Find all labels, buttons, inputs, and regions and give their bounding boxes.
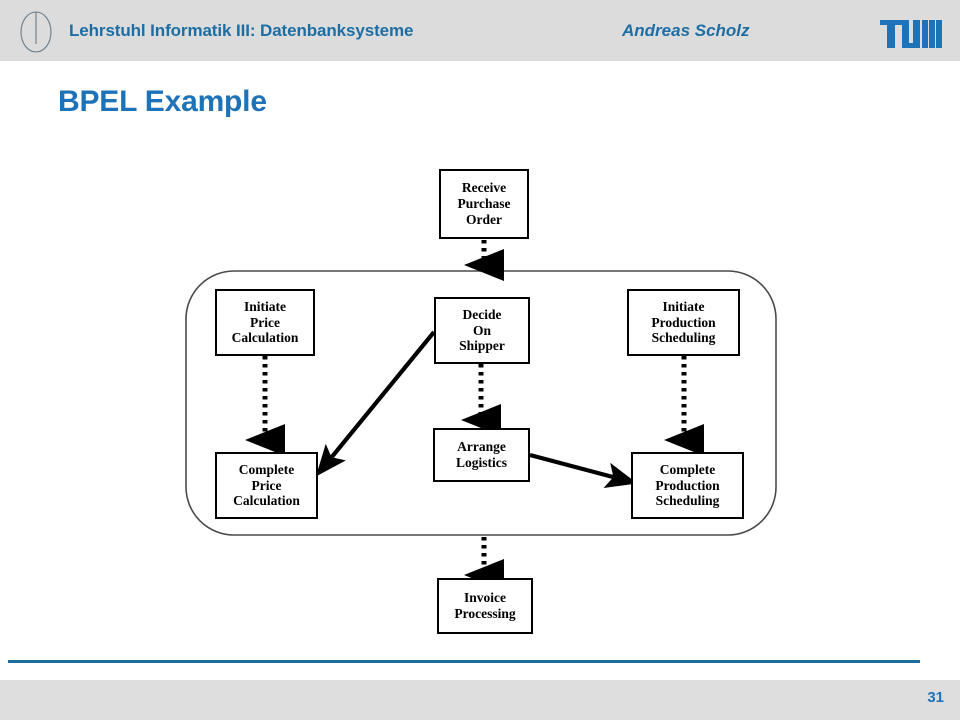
box-line: Complete <box>238 461 295 477</box>
box-line: Price <box>250 314 280 330</box>
header-chair-title: Lehrstuhl Informatik III: Datenbanksyste… <box>69 21 414 40</box>
flow-box-complete-price-calculation[interactable]: Complete Price Calculation <box>215 452 318 519</box>
department-ellipse-icon <box>20 11 52 53</box>
header-author-name: Andreas Scholz <box>622 21 750 40</box>
box-line: Decide <box>462 306 502 322</box>
box-line: Invoice <box>464 590 506 606</box>
box-line: Shipper <box>459 338 505 354</box>
box-line: Calculation <box>233 493 300 509</box>
box-line: Order <box>466 211 502 227</box>
flow-box-initiate-production-scheduling[interactable]: Initiate Production Scheduling <box>627 289 740 356</box>
flow-box-initiate-price-calculation[interactable]: Initiate Price Calculation <box>215 289 315 356</box>
box-line: Complete <box>659 461 716 477</box>
box-line: Production <box>655 477 720 493</box>
box-line: Logistics <box>455 455 507 470</box>
edge-decide-shipper-to-complete-price <box>315 330 436 477</box>
flow-box-decide-on-shipper[interactable]: Decide On Shipper <box>434 297 530 364</box>
flow-box-receive-purchase-order[interactable]: Receive Purchase Order <box>439 169 529 239</box>
flow-box-complete-production-scheduling[interactable]: Complete Production Scheduling <box>631 452 744 519</box>
footer-bar <box>0 680 960 720</box>
box-line: Arrange <box>457 439 506 455</box>
box-line: Initiate <box>243 298 286 314</box>
box-line: Purchase <box>457 196 511 212</box>
page-number: 31 <box>927 689 944 706</box>
tum-logo-icon <box>880 20 942 48</box>
slide-title: BPEL Example <box>58 85 267 118</box>
box-line: Price <box>251 477 282 493</box>
flow-box-invoice-processing[interactable]: Invoice Processing <box>437 578 533 634</box>
box-line: Processing <box>454 606 516 621</box>
edge-arrange-logistics-to-complete-production <box>529 452 638 488</box>
box-line: Scheduling <box>655 493 720 509</box>
box-line: Production <box>651 314 716 330</box>
footer-divider <box>8 660 920 663</box>
box-line: Scheduling <box>651 330 716 346</box>
box-line: Receive <box>461 180 507 196</box>
box-line: Calculation <box>231 330 299 346</box>
box-line: On <box>472 322 491 338</box>
slide-header-bar <box>0 0 960 61</box>
box-line: Initiate <box>662 298 705 314</box>
flow-box-arrange-logistics[interactable]: Arrange Logistics <box>433 428 530 482</box>
